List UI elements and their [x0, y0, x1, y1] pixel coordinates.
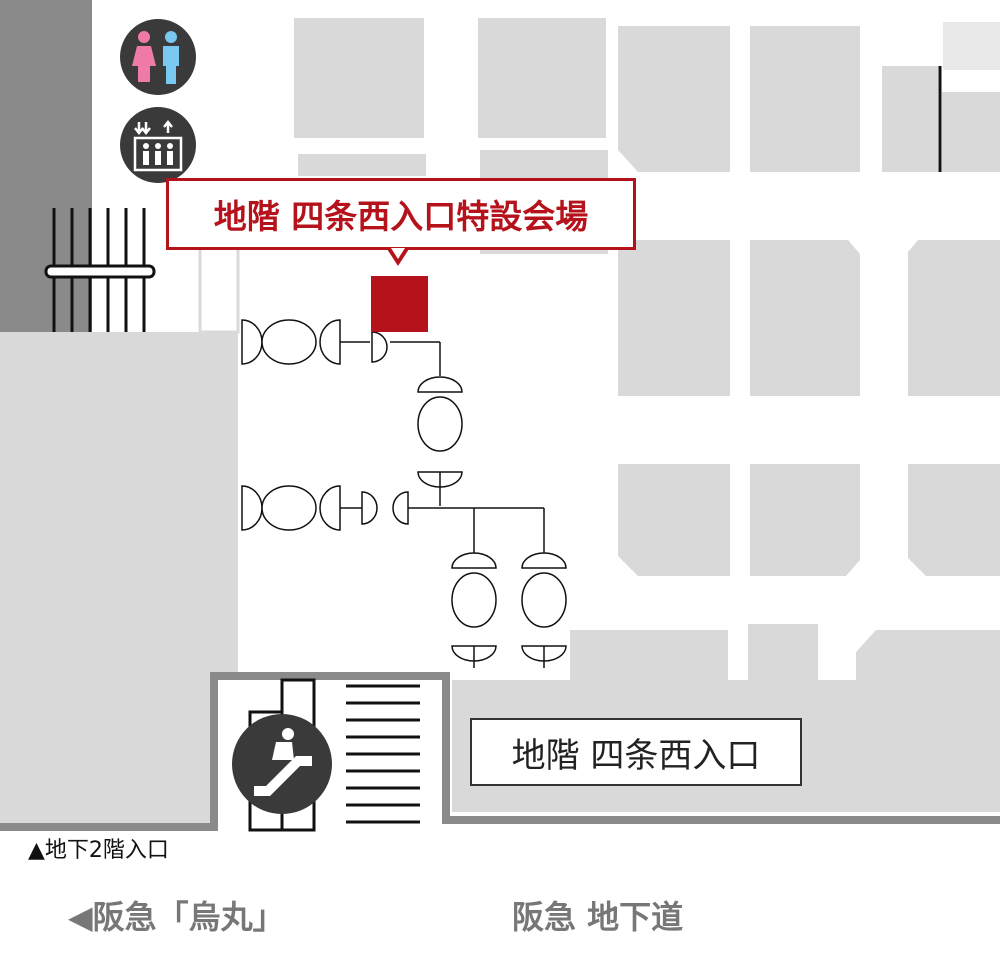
- corridor-wall: [0, 672, 1000, 831]
- label-pointer-inner: [391, 248, 405, 259]
- special-venue-label: 地階 四条西入口特設会場: [166, 178, 636, 250]
- escalator-icon: [232, 678, 420, 832]
- shijo-west-entrance-text: 地階 四条西入口: [511, 735, 761, 776]
- restroom-icon: [120, 19, 196, 95]
- shijo-west-entrance-label: 地階 四条西入口: [470, 718, 802, 786]
- special-venue-text: 地階 四条西入口特設会場: [213, 197, 589, 236]
- hankyu-karasuma-label: ◀阪急「烏丸」: [68, 898, 285, 936]
- b2-entrance-label: ▲地下2階入口: [28, 838, 169, 863]
- queue-layout: [241, 319, 567, 668]
- wall-strip: [0, 0, 92, 332]
- hankyu-underground-label: 阪急 地下道: [512, 898, 684, 936]
- elevator-icon: [120, 107, 196, 183]
- left-block: [0, 332, 238, 827]
- stairs-icon: [44, 208, 156, 332]
- venue-marker-icon: [371, 276, 428, 332]
